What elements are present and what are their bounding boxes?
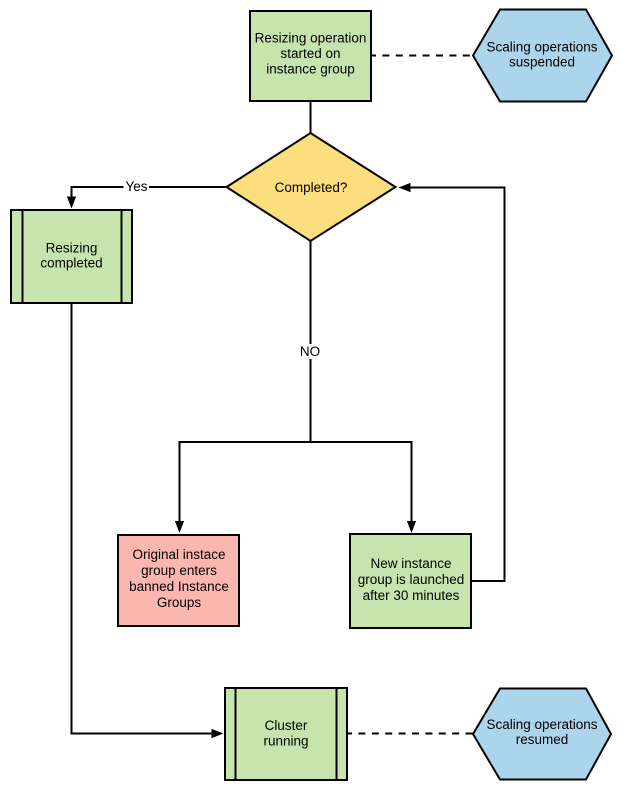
svg-text:suspended: suspended (509, 55, 575, 70)
svg-text:New instance: New instance (370, 556, 451, 571)
svg-text:group enters: group enters (141, 563, 217, 578)
svg-text:instance group: instance group (266, 62, 355, 77)
svg-text:Groups: Groups (157, 595, 202, 610)
svg-text:Yes: Yes (125, 179, 147, 194)
svg-text:Original instace: Original instace (132, 547, 225, 562)
svg-text:banned Instance: banned Instance (129, 579, 229, 594)
svg-text:NO: NO (300, 344, 320, 359)
svg-text:Cluster: Cluster (265, 718, 308, 733)
svg-text:Resizing: Resizing (46, 241, 98, 256)
svg-text:Scaling operations: Scaling operations (486, 717, 597, 732)
svg-text:group is launched: group is launched (358, 572, 465, 587)
svg-text:Scaling operations: Scaling operations (486, 40, 597, 55)
svg-text:started on: started on (280, 46, 340, 61)
svg-text:Completed?: Completed? (275, 180, 348, 195)
svg-text:resumed: resumed (516, 732, 569, 747)
svg-text:after 30 minutes: after 30 minutes (363, 588, 460, 603)
svg-text:completed: completed (40, 256, 102, 271)
svg-text:Resizing operation: Resizing operation (255, 31, 367, 46)
svg-text:running: running (263, 734, 308, 749)
